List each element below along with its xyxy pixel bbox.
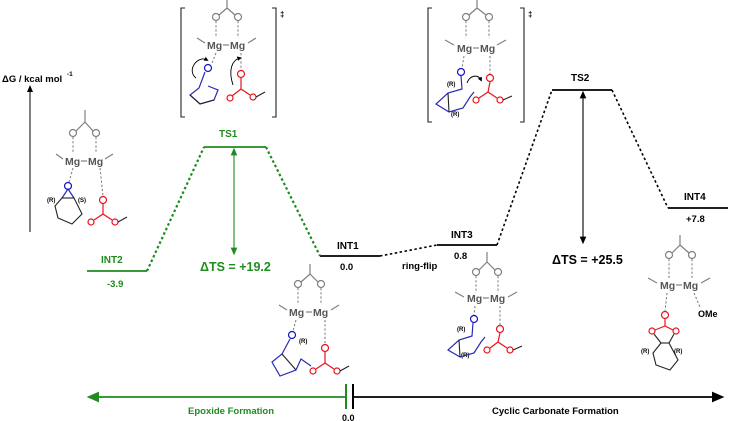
barrier-right: ΔTS = +25.5 (552, 90, 623, 267)
ts1-mg-right: Mg (230, 40, 245, 52)
bottom-arrows: Epoxide Formation Cyclic Carbonate Forma… (86, 384, 725, 421)
int3-mg-left: Mg (467, 293, 482, 305)
int2-label: INT2 (101, 255, 123, 266)
int4-energy: +7.8 (686, 214, 705, 225)
int4-label: INT4 (684, 192, 706, 203)
ts2-label: TS2 (571, 73, 590, 84)
int1-structure: Mg Mg (R) (271, 264, 350, 377)
int3-structure: Mg Mg (R) (R) (446, 252, 523, 359)
int2-mg-left: Mg (65, 156, 80, 168)
int4-mg-right: Mg (683, 280, 698, 292)
epoxide-formation-label: Epoxide Formation (188, 406, 274, 417)
cyclic-carbonate-label: Cyclic Carbonate Formation (492, 406, 619, 417)
int1-mg-left: Mg (289, 307, 304, 319)
ts1-structure: ‡ Mg Mg (180, 0, 284, 118)
y-axis-label-superscript: -1 (67, 71, 73, 78)
int2-stereo-s: (S) (78, 198, 86, 204)
bottom-zero-label: 0.0 (342, 413, 355, 421)
int3-label: INT3 (451, 230, 473, 241)
level-labels: INT2 -3.9 TS1 INT1 0.0 INT3 0.8 TS2 INT4… (101, 73, 706, 290)
int3-mg-right: Mg (490, 293, 505, 305)
energy-levels (87, 89, 728, 272)
y-axis: ΔG / kcal mol -1 (2, 71, 73, 232)
int4-structure: Mg Mg OMe (R) (R) (641, 235, 718, 371)
ts2-mg-right: Mg (480, 43, 495, 55)
barrier-right-label: ΔTS = +25.5 (552, 253, 623, 267)
int2-structure: Mg Mg (R) (S) (47, 110, 128, 226)
ts2-stereo-r-top: (R) (447, 82, 455, 88)
int3-energy: 0.8 (454, 251, 467, 262)
y-axis-label: ΔG / kcal mol (2, 74, 62, 85)
int1-stereo-r: (R) (299, 339, 307, 345)
int4-stereo-r-right: (R) (674, 349, 682, 355)
int2-stereo-r: (R) (47, 198, 55, 204)
ring-flip-label: ring-flip (402, 261, 438, 272)
ts2-mg-left: Mg (457, 43, 472, 55)
int2-energy: -3.9 (107, 279, 123, 290)
ts2-structure: ‡ Mg Mg (R) (R) (427, 0, 532, 123)
int4-stereo-r-left: (R) (641, 349, 649, 355)
barrier-left-label: ΔTS = +19.2 (200, 260, 271, 274)
int4-mg-left: Mg (660, 280, 675, 292)
int2-mg-right: Mg (88, 156, 103, 168)
ts2-dagger: ‡ (528, 10, 532, 19)
ts1-label: TS1 (219, 129, 238, 140)
int1-mg-right: Mg (313, 307, 328, 319)
barrier-left: ΔTS = +19.2 (200, 147, 271, 274)
ts2-stereo-r-bottom: (R) (451, 112, 459, 118)
path-connectors (146, 89, 669, 272)
int3-stereo-r-top: (R) (457, 327, 465, 333)
int1-label: INT1 (337, 241, 359, 252)
ts1-dagger: ‡ (280, 10, 284, 19)
int1-energy: 0.0 (340, 262, 353, 273)
ts1-mg-left: Mg (207, 40, 222, 52)
int4-ome-label: OMe (698, 309, 718, 319)
